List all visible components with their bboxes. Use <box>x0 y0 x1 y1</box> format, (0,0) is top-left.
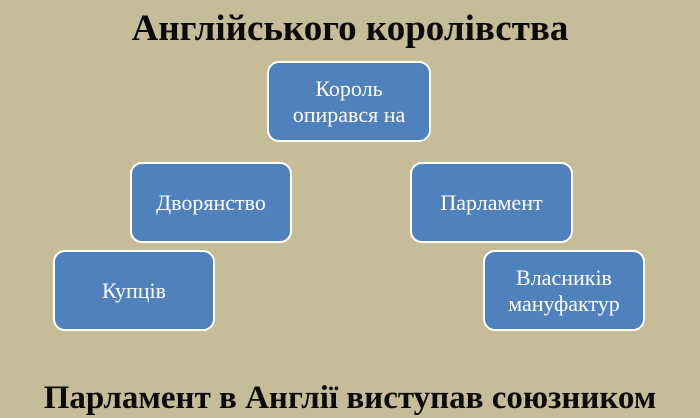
node-parliament-label: Парламент <box>440 189 543 215</box>
node-manufacturers-line1: Власників <box>516 264 612 290</box>
node-king: Король опирався на <box>267 61 431 142</box>
node-king-line2: опирався на <box>292 101 406 127</box>
node-merchants-label: Купців <box>101 277 167 303</box>
node-nobility: Дворянство <box>130 162 292 243</box>
node-merchants: Купців <box>53 250 215 331</box>
slide-title: Англійського королівства <box>131 8 569 49</box>
slide-footer-text: Парламент в Англії виступав союзником <box>43 380 657 416</box>
node-parliament: Парламент <box>410 162 573 243</box>
node-nobility-label: Дворянство <box>156 189 266 215</box>
node-manufacturers: Власників мануфактур <box>483 250 645 331</box>
node-king-line1: Король <box>315 75 383 101</box>
node-manufacturers-line2: мануфактур <box>508 290 620 316</box>
